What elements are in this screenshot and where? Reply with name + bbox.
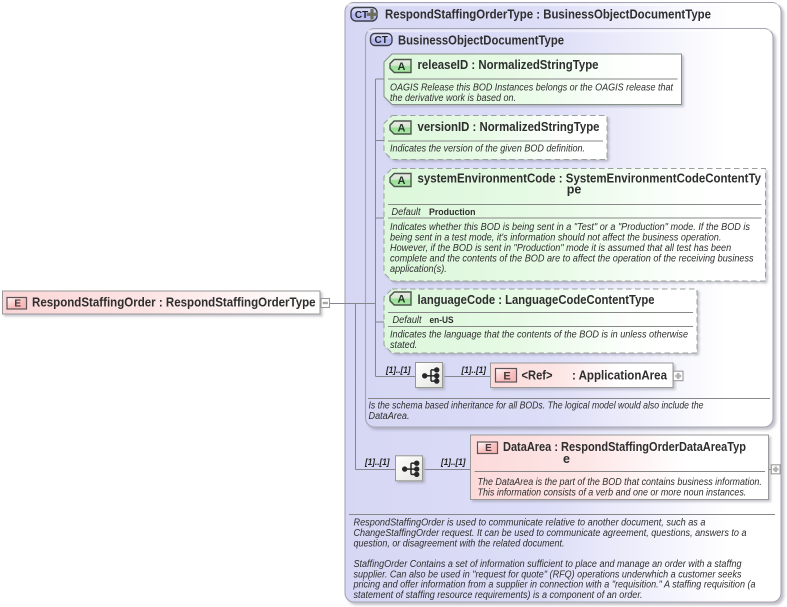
svg-text:This information consists of a: This information consists of a verb and … — [478, 488, 747, 499]
svg-text:the derivative work is based o: the derivative work is based on. — [390, 93, 516, 104]
svg-text:E: E — [485, 443, 492, 454]
svg-text:statement of staffing resource: statement of staffing resource requireme… — [354, 590, 643, 601]
svg-text:OAGIS Release this BOD Instanc: OAGIS Release this BOD Instances belongs… — [390, 82, 674, 93]
svg-text:E: E — [503, 371, 510, 383]
svg-text:stated.: stated. — [390, 340, 417, 351]
svg-text:languageCode : LanguageCodeCon: languageCode : LanguageCodeContentType — [418, 293, 655, 307]
svg-text:pricing and offer information: pricing and offer information from a sup… — [353, 580, 756, 591]
svg-text:Default: Default — [393, 315, 423, 326]
svg-text:application(s).: application(s). — [390, 264, 447, 275]
svg-text:DataArea.: DataArea. — [369, 411, 410, 422]
svg-text:However, if the BOD is sent in: However, if the BOD is sent in "Producti… — [390, 243, 732, 254]
svg-text:systemEnvironmentCode : System: systemEnvironmentCode : SystemEnvironmen… — [418, 172, 762, 186]
svg-text:A: A — [398, 61, 406, 73]
svg-text:A: A — [398, 294, 406, 306]
svg-text:Default: Default — [392, 207, 422, 218]
svg-text:question, or disagreement with: question, or disagreement with the relat… — [354, 538, 565, 549]
svg-text:[1]..[1]: [1]..[1] — [461, 365, 487, 376]
svg-text:StaffingOrder Contains a set: StaffingOrder Contains a set of informat… — [354, 559, 742, 570]
svg-text:e: e — [563, 452, 570, 466]
svg-text:Indicates the version of the g: Indicates the version of the given BOD d… — [390, 144, 585, 155]
svg-text:supplier. Can also be used in: supplier. Can also be used in "request f… — [354, 569, 742, 580]
svg-text:[1]..[1]: [1]..[1] — [440, 457, 466, 468]
svg-text:DataArea : RespondStaffingOrde: DataArea : RespondStaffingOrderDataAreaT… — [503, 440, 746, 454]
svg-text:E: E — [14, 299, 21, 310]
svg-text:BusinessObjectDocumentType: BusinessObjectDocumentType — [398, 33, 564, 47]
svg-text:A: A — [398, 123, 406, 135]
svg-text:pe: pe — [567, 183, 582, 197]
svg-text:CT: CT — [355, 10, 368, 21]
svg-text:RespondStaffingOrder : Respond: RespondStaffingOrder : RespondStaffingOr… — [32, 296, 316, 310]
svg-text:complete and the contents of t: complete and the contents of the BOD are… — [390, 254, 754, 265]
svg-text:[1]..[1]: [1]..[1] — [364, 457, 390, 468]
svg-text:: ApplicationArea: : ApplicationArea — [572, 368, 668, 382]
svg-text:en-US: en-US — [430, 315, 454, 326]
svg-text:Is the schema based inheritanc: Is the schema based inheritance for all … — [369, 401, 704, 412]
svg-text:ChangeStaffingOrder request. I: ChangeStaffingOrder request. It can be u… — [354, 528, 747, 539]
svg-text:Production: Production — [429, 207, 476, 218]
svg-text:Indicates the language that th: Indicates the language that the contents… — [390, 329, 688, 340]
svg-text:CT: CT — [375, 35, 388, 46]
svg-text:RespondStaffingOrderType : Bus: RespondStaffingOrderType : BusinessObjec… — [385, 7, 711, 21]
svg-text:RespondStaffingOrder is used t: RespondStaffingOrder is used to communic… — [354, 518, 706, 529]
svg-text:A: A — [398, 175, 406, 187]
svg-text:Indicates whether this BOD is: Indicates whether this BOD is being sent… — [390, 222, 750, 233]
svg-text:The DataArea is the part of th: The DataArea is the part of the BOD that… — [478, 477, 762, 488]
svg-text:being sent in a test mode, it': being sent in a test mode, it's informat… — [390, 233, 721, 244]
svg-text:versionID : NormalizedStringTy: versionID : NormalizedStringType — [418, 120, 600, 134]
svg-text:[1]..[1]: [1]..[1] — [385, 365, 411, 376]
svg-text:releaseID : NormalizedStringTy: releaseID : NormalizedStringType — [418, 58, 599, 72]
svg-text:<Ref>: <Ref> — [522, 368, 553, 382]
